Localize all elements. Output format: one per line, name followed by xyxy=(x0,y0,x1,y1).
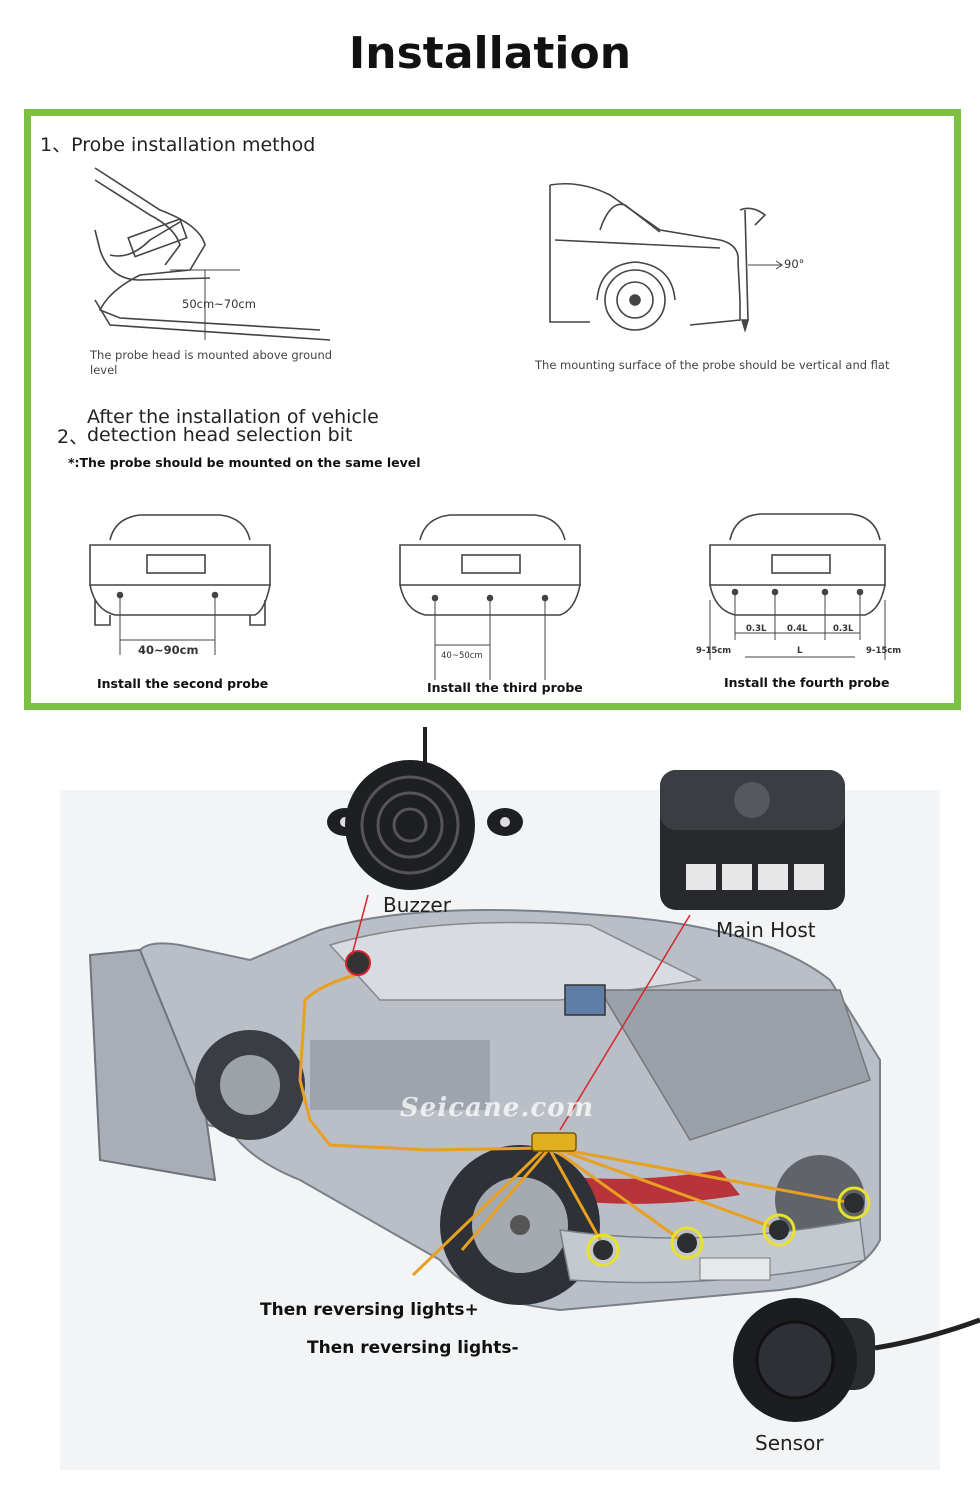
step2-number: 2、 xyxy=(57,426,89,448)
buzzer-on-car xyxy=(345,950,371,976)
step2-note: *:The probe should be mounted on the sam… xyxy=(68,455,421,470)
installation-diagram-panel xyxy=(24,109,961,710)
page-title: Installation xyxy=(348,28,632,79)
second-probe-spacing: 40~90cm xyxy=(138,643,199,657)
bumper-sensors xyxy=(586,1186,871,1267)
sensor-label: Sensor xyxy=(755,1431,824,1455)
third-probe-caption: Install the third probe xyxy=(427,680,583,695)
fourth-probe-seg-a: 0.3L xyxy=(746,624,767,634)
step2-heading-line2: detection head selection bit xyxy=(87,424,353,446)
fourth-probe-total: L xyxy=(797,646,803,656)
sensor-component xyxy=(733,1298,980,1422)
rear-view-four-probes xyxy=(709,513,886,660)
sedan-side-drawing xyxy=(549,182,783,333)
main-host-label: Main Host xyxy=(716,918,816,942)
wiring-harness xyxy=(298,973,853,1277)
pointer-lines xyxy=(351,894,691,1131)
third-probe-spacing: 40~50cm xyxy=(441,651,483,661)
step1-heading: 1、Probe installation method xyxy=(40,134,316,156)
rear-view-two-probes xyxy=(89,514,271,655)
main-host-component xyxy=(660,770,845,910)
bumper-closeup-drawing xyxy=(94,167,331,341)
step2-heading: After the installation of vehicle detect… xyxy=(87,406,427,446)
left-caption-line1: The probe head is mounted above ground xyxy=(90,348,333,362)
host-on-car xyxy=(531,1132,577,1152)
car-illustration xyxy=(88,909,881,1312)
angle-label: 90° xyxy=(784,257,805,271)
left-caption-line2: level xyxy=(90,363,118,377)
fourth-probe-left-margin: 9-15cm xyxy=(696,646,732,656)
right-caption: The mounting surface of the probe should… xyxy=(535,358,890,372)
buzzer-component xyxy=(327,727,523,890)
wire-negative-label: Then reversing lights- xyxy=(307,1338,519,1358)
step2-heading-line1: After the installation of vehicle xyxy=(87,406,379,428)
watermark-text: Seicane.com xyxy=(400,1093,595,1123)
height-range-label: 50cm~70cm xyxy=(182,297,256,311)
fourth-probe-seg-b: 0.4L xyxy=(787,624,808,634)
fourth-probe-caption: Install the fourth probe xyxy=(724,675,890,690)
buzzer-label: Buzzer xyxy=(383,893,451,917)
second-probe-caption: Install the second probe xyxy=(97,676,269,691)
fourth-probe-right-margin: 9-15cm xyxy=(866,646,902,656)
rear-view-three-probes xyxy=(399,514,581,680)
wire-positive-label: Then reversing lights+ xyxy=(260,1300,479,1320)
fourth-probe-seg-c: 0.3L xyxy=(833,624,854,634)
